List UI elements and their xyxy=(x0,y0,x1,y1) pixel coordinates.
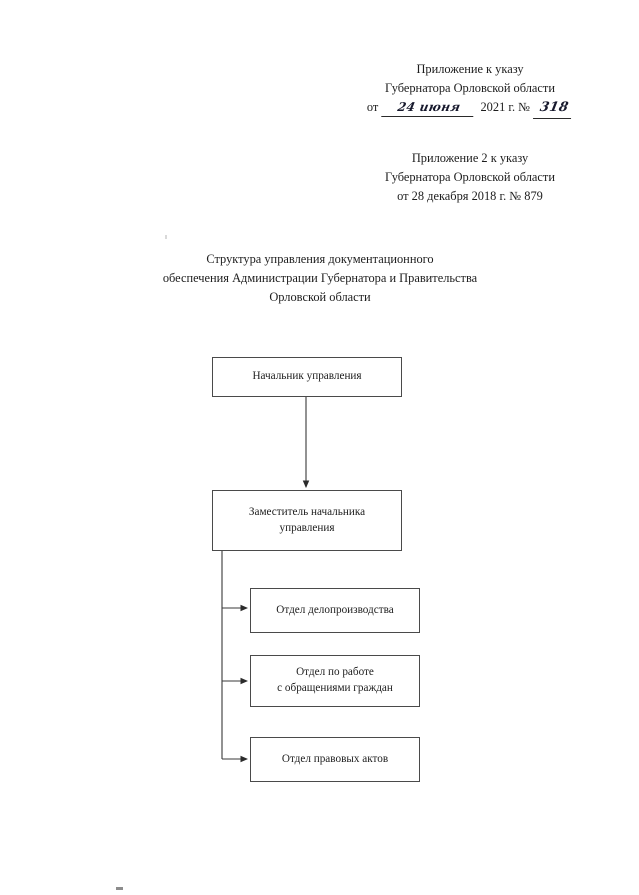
org-node-dept-0-label: Отдел делопроизводства xyxy=(276,603,394,616)
org-node-dept-1-label: Отдел по работе с обращениями граждан xyxy=(277,665,393,697)
appendix-current-line-2: Губернатора Орловской области xyxy=(385,80,555,95)
appendix-current-line-1: Приложение к указу xyxy=(416,62,524,76)
appendix-current-block: Приложение к указу Губернатора Орловской… xyxy=(333,60,607,119)
date-prefix-label: от xyxy=(366,99,379,114)
org-node-dept-1-label-line-2: с обращениями граждан xyxy=(277,682,393,694)
org-node-dept-1: Отдел по работе с обращениями граждан xyxy=(250,655,420,707)
page-title: Структура управления документационного о… xyxy=(120,250,520,308)
appendix-previous-line-1: Приложение 2 к указу xyxy=(411,151,529,165)
org-node-dept-2-label: Отдел правовых актов xyxy=(281,752,389,765)
appendix-previous-line-3: от 28 декабря 2018 г. № 879 xyxy=(397,188,543,203)
date-year-suffix-label: 2021 г. № xyxy=(480,99,531,114)
org-node-deputy-label-line-1: Заместитель начальника xyxy=(248,505,366,518)
appendix-previous-block: Приложение 2 к указу Губернатора Орловск… xyxy=(333,149,607,206)
org-node-dept-1-label-line-1: Отдел по работе xyxy=(296,666,374,679)
page-title-line-1: Структура управления документационного xyxy=(206,252,434,266)
scan-speck-upper xyxy=(165,235,167,239)
scan-speck-lower xyxy=(116,887,123,890)
org-node-deputy: Заместитель начальника управления xyxy=(212,490,402,551)
appendix-previous-line-2: Губернатора Орловской области xyxy=(385,169,555,184)
appendix-current-date-line: от 24 июня 2021 г. № 318 xyxy=(366,97,576,119)
page-title-line-3: Орловской области xyxy=(269,290,371,305)
org-node-dept-2: Отдел правовых актов xyxy=(250,737,420,782)
org-node-head-label: Начальник управления xyxy=(252,370,362,383)
page-title-line-2: обеспечения Администрации Губернатора и … xyxy=(162,271,478,286)
org-node-deputy-label-line-2: управления xyxy=(279,521,335,534)
org-node-head: Начальник управления xyxy=(212,357,402,397)
org-node-dept-0: Отдел делопроизводства xyxy=(250,588,420,633)
org-node-deputy-label: Заместитель начальника управления xyxy=(249,505,365,537)
